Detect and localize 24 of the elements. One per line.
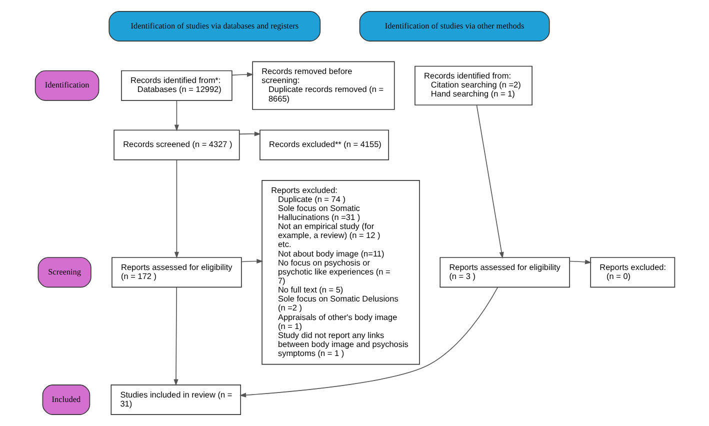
node-box: Reports excluded: Duplicate (n = 74 ) Sole focus on Somatic Hallucinations (n =31 ) Not an empirical study (for example, a review) (n = 12 ) etc. Not about body image (n=11) No focus on psychosis or psychotic like experiences (n = 7) No full text (n = 5) Sole focus on Somatic Delusions (n =2 ) Appraisals of other's body image (n = 1) Study did not report any links between body image and psychosis symptoms (n = 1 )	[261, 180, 420, 365]
node-box: Reports assessed for eligibility (n = 3 )	[439, 257, 570, 288]
arrow	[240, 258, 263, 264]
arrow	[568, 260, 592, 264]
arrow	[231, 72, 254, 77]
node-box: Records identified from*: Databases (n = 12992)	[120, 70, 232, 101]
arrow	[174, 160, 179, 258]
node-box: Screening	[37, 257, 91, 288]
node-box: Identification of studies via databases and registers	[108, 11, 320, 42]
node-box: Records identified from: Citation searching (n =2) Hand searching (n = 1)	[414, 66, 532, 106]
node-box: Records excluded** (n = 4155)	[259, 130, 389, 160]
node-box: Reports excluded: (n = 0)	[590, 257, 675, 288]
arrow	[238, 132, 260, 136]
arrow	[238, 287, 498, 398]
node-box: Records screened (n = 4327 )	[113, 130, 240, 160]
node-box: Identification of studies via other methods	[358, 11, 550, 42]
node-box: Reports assessed for eligibility (n = 172 )	[111, 257, 242, 288]
node-box: Identification	[34, 70, 99, 101]
node-box: Records removed before screening: Duplicate records removed (n = 8665)	[252, 61, 394, 110]
node-box: Studies included in review (n = 31)	[110, 384, 241, 415]
arrow	[173, 286, 178, 386]
arrow	[174, 100, 179, 132]
arrow	[476, 104, 504, 259]
node-box: Included	[42, 384, 90, 415]
